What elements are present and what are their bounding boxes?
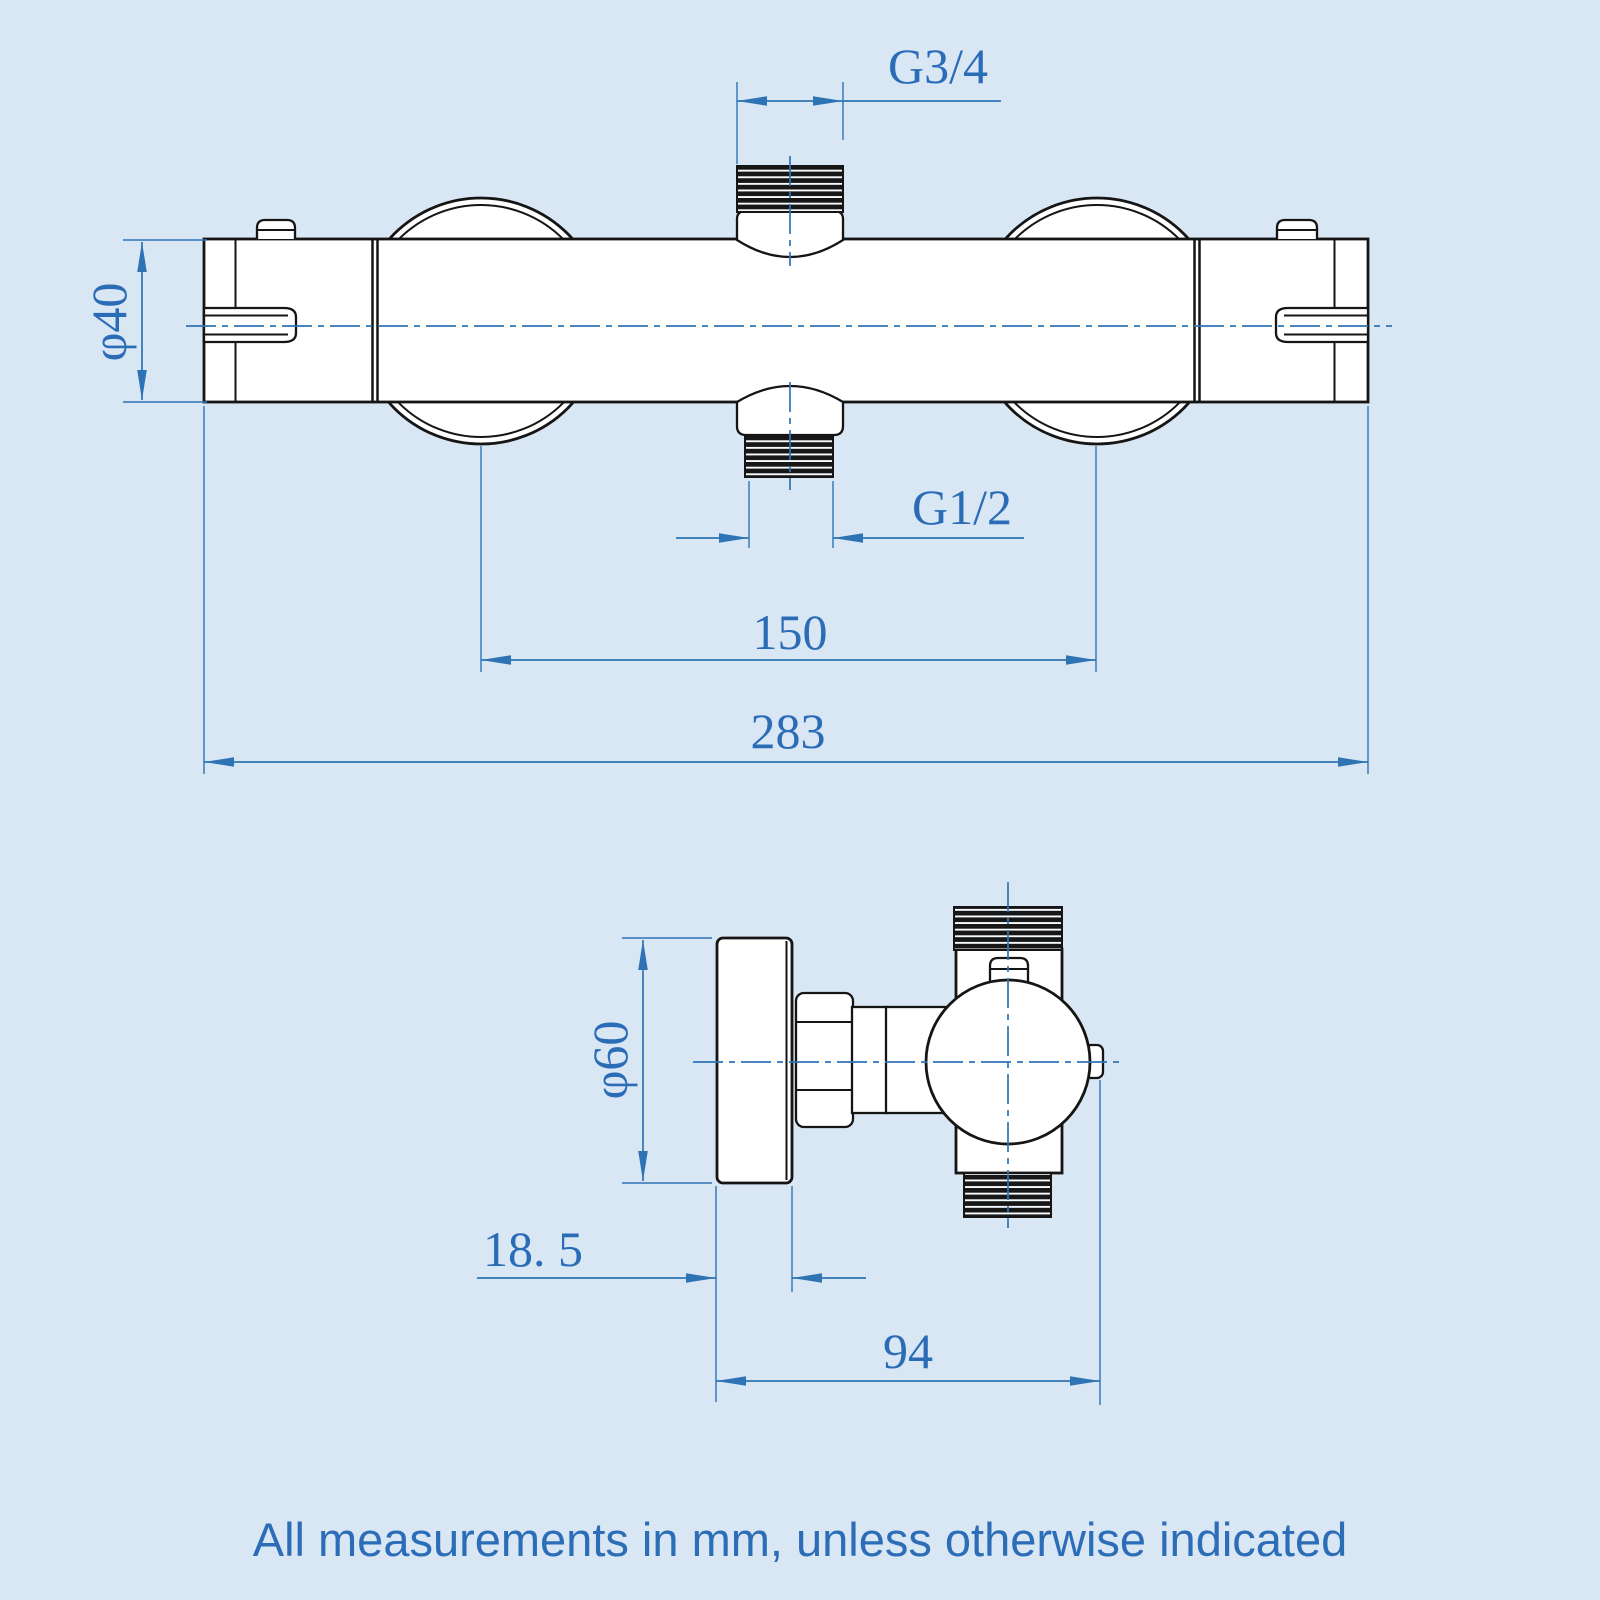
- front-view: φ40 G3/4 G1/2 150: [81, 38, 1392, 774]
- dim-label-inlet-centres: 150: [753, 604, 828, 660]
- right-handle-lever: [1274, 306, 1370, 344]
- dim-top-thread: G3/4: [736, 38, 1001, 164]
- valve-bar-body: [202, 237, 1370, 404]
- bottom-outlet-thread: [744, 434, 834, 478]
- dim-bottom-thread: G1/2: [676, 479, 1024, 548]
- connector-cylinder: [850, 1005, 890, 1115]
- dim-label-escutcheon-thickness: 18. 5: [483, 1221, 583, 1277]
- dim-body-diameter: φ40: [81, 239, 207, 403]
- dim-escutcheon-diameter: φ60: [582, 937, 712, 1184]
- dim-escutcheon-thickness: 18. 5: [477, 1186, 866, 1402]
- dim-projection-depth: 94: [716, 1080, 1101, 1405]
- dim-label-top-thread: G3/4: [888, 38, 988, 94]
- dim-label-bottom-thread: G1/2: [912, 479, 1012, 535]
- dim-label-projection-depth: 94: [883, 1323, 933, 1379]
- side-override-button: [988, 956, 1030, 984]
- dim-label-overall-length: 283: [751, 703, 826, 759]
- left-handle-lever: [202, 306, 298, 344]
- dim-inlet-centres: 150: [480, 446, 1097, 672]
- escutcheon-plate: [715, 936, 794, 1185]
- dim-label-body-diameter: φ40: [81, 283, 137, 362]
- dim-overall-length: 283: [203, 406, 1369, 774]
- left-override-button: [255, 218, 297, 239]
- side-view: φ60 18. 5 94: [477, 882, 1125, 1405]
- dim-label-escutcheon-diameter: φ60: [582, 1021, 638, 1100]
- footer-note: All measurements in mm, unless otherwise…: [253, 1513, 1348, 1566]
- right-override-button: [1275, 218, 1319, 239]
- hex-nut: [794, 991, 855, 1129]
